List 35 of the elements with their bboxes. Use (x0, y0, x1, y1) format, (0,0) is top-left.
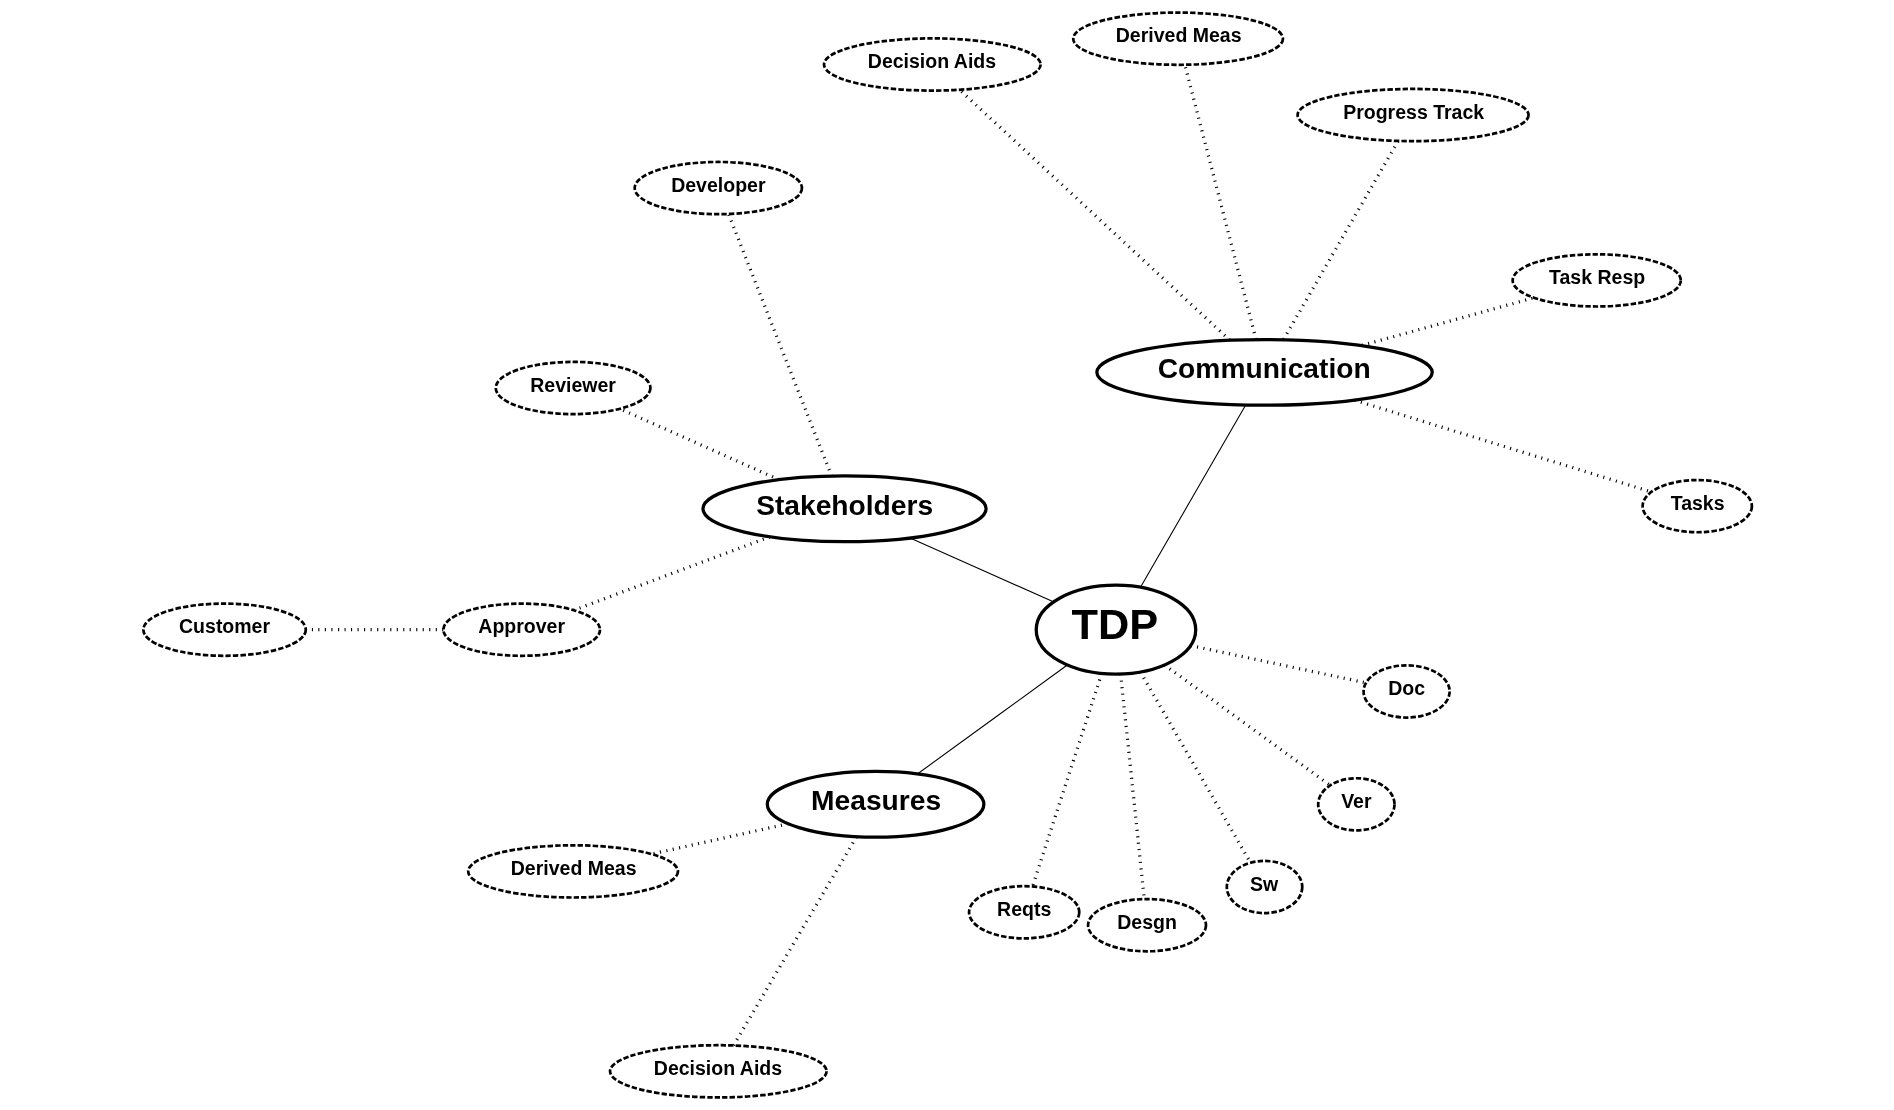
node-ellipse: Approver (441, 602, 601, 658)
node-ellipse: Customer (141, 602, 307, 658)
node-ellipse: Communication (1094, 337, 1434, 407)
node-ellipse: Sw (1224, 859, 1304, 915)
connector (1118, 674, 1146, 899)
connector (650, 822, 788, 856)
connector (916, 664, 1068, 775)
connector (305, 628, 443, 632)
connector (731, 836, 858, 1047)
connector (1281, 140, 1399, 341)
node-ellipse: Decision Aids (608, 1043, 828, 1099)
connector (572, 535, 770, 612)
node-ellipse: Doc (1361, 664, 1451, 719)
node-ellipse: Desgn (1086, 897, 1207, 953)
node-ellipse: Reviewer (493, 360, 652, 416)
node-ellipse: TDP (1034, 583, 1197, 676)
node-ellipse: Derived Meas (466, 843, 679, 899)
node-ellipse: Task Resp (1510, 252, 1682, 308)
connector (726, 213, 833, 477)
node-ellipse: Progress Track (1295, 87, 1530, 143)
node-ellipse: Derived Meas (1071, 11, 1284, 67)
node-ellipse: Measures (765, 769, 985, 839)
node-ellipse: Stakeholders (700, 474, 988, 544)
node-ellipse: Reqts (967, 884, 1081, 940)
node-ellipse: Ver (1316, 776, 1396, 832)
connector (1190, 644, 1366, 685)
connector (1163, 663, 1331, 787)
connector (958, 88, 1231, 342)
connector (1361, 296, 1534, 347)
node-ellipse: Decision Aids (822, 37, 1042, 92)
connector (1139, 404, 1246, 588)
connector (909, 537, 1054, 603)
node-ellipse: Tasks (1640, 478, 1753, 534)
connector (1182, 64, 1257, 340)
node-ellipse: Developer (632, 160, 803, 216)
